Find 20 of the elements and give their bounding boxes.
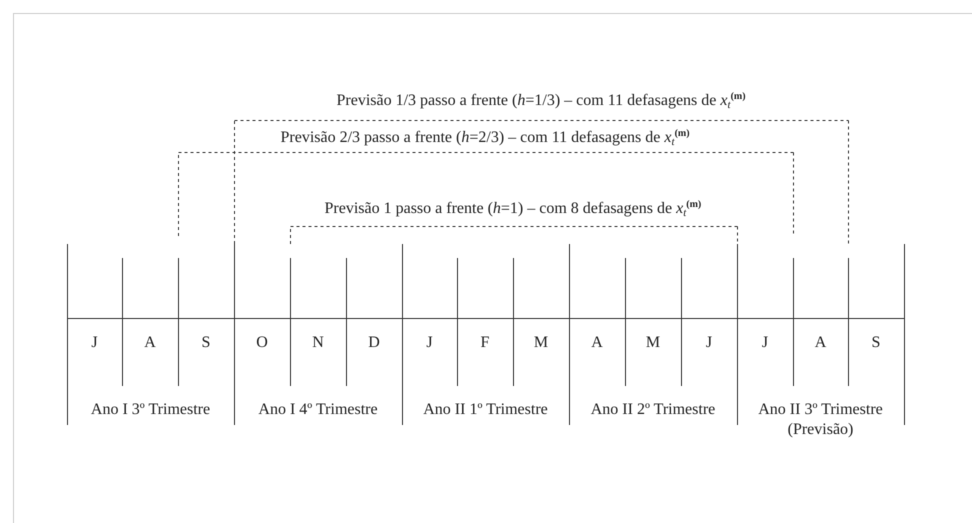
- quarter-label: Ano II 2º Trimestre: [590, 400, 716, 420]
- month-label: A: [590, 335, 604, 351]
- month-label: D: [367, 335, 381, 351]
- month-label: S: [200, 335, 212, 351]
- quarter-label: Ano I 3º Trimestre: [90, 400, 212, 420]
- month-label: M: [532, 335, 550, 351]
- month-label: S: [870, 335, 882, 351]
- month-label: J: [90, 335, 99, 351]
- quarter-label: Ano II 3º Trimestre (Previsão): [757, 400, 884, 440]
- month-label: M: [644, 335, 662, 351]
- month-label: F: [480, 335, 490, 351]
- month-label: A: [143, 335, 157, 351]
- quarter-label: Ano I 4º Trimestre: [257, 400, 379, 420]
- month-label: O: [255, 335, 269, 351]
- month-label: J: [760, 335, 770, 351]
- month-label: J: [704, 335, 714, 351]
- month-label: J: [425, 335, 434, 351]
- month-label: A: [814, 335, 828, 351]
- month-label: N: [311, 335, 325, 351]
- quarter-label: Ano II 1º Trimestre: [422, 400, 549, 420]
